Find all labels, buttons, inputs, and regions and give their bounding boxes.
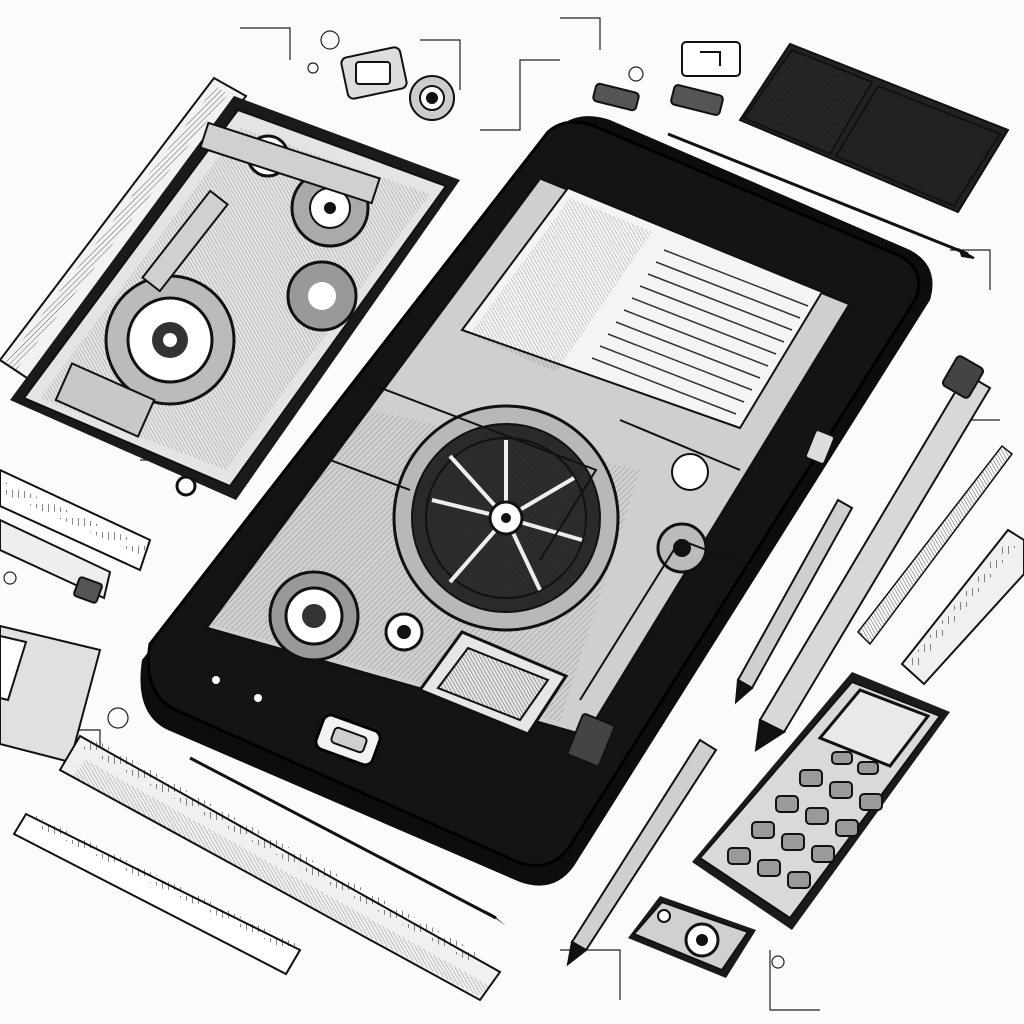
home-button-icon: [314, 713, 382, 767]
calculator-keys: [727, 751, 883, 889]
ruler-right-icon: [857, 444, 1024, 686]
document-lines-icon: [460, 186, 824, 430]
calculator-icon: [692, 672, 950, 930]
screen-module: [417, 630, 569, 736]
pencil-icon: [566, 132, 992, 967]
notebook-icon: [738, 42, 1010, 214]
gear-icon: [392, 404, 620, 632]
ruler-left-icon: [0, 468, 152, 764]
screen-frame-lines: [229, 379, 761, 701]
screen-lens: [268, 453, 709, 662]
speaker-icon: [628, 896, 756, 978]
tablet-icon: [140, 116, 933, 886]
blueprint-lines: [3, 17, 1000, 1011]
ruler-bottom-icon: [12, 734, 506, 1002]
small-components: [340, 41, 741, 121]
mechanism-icon: [10, 96, 460, 500]
ruler-icon: [0, 76, 248, 382]
